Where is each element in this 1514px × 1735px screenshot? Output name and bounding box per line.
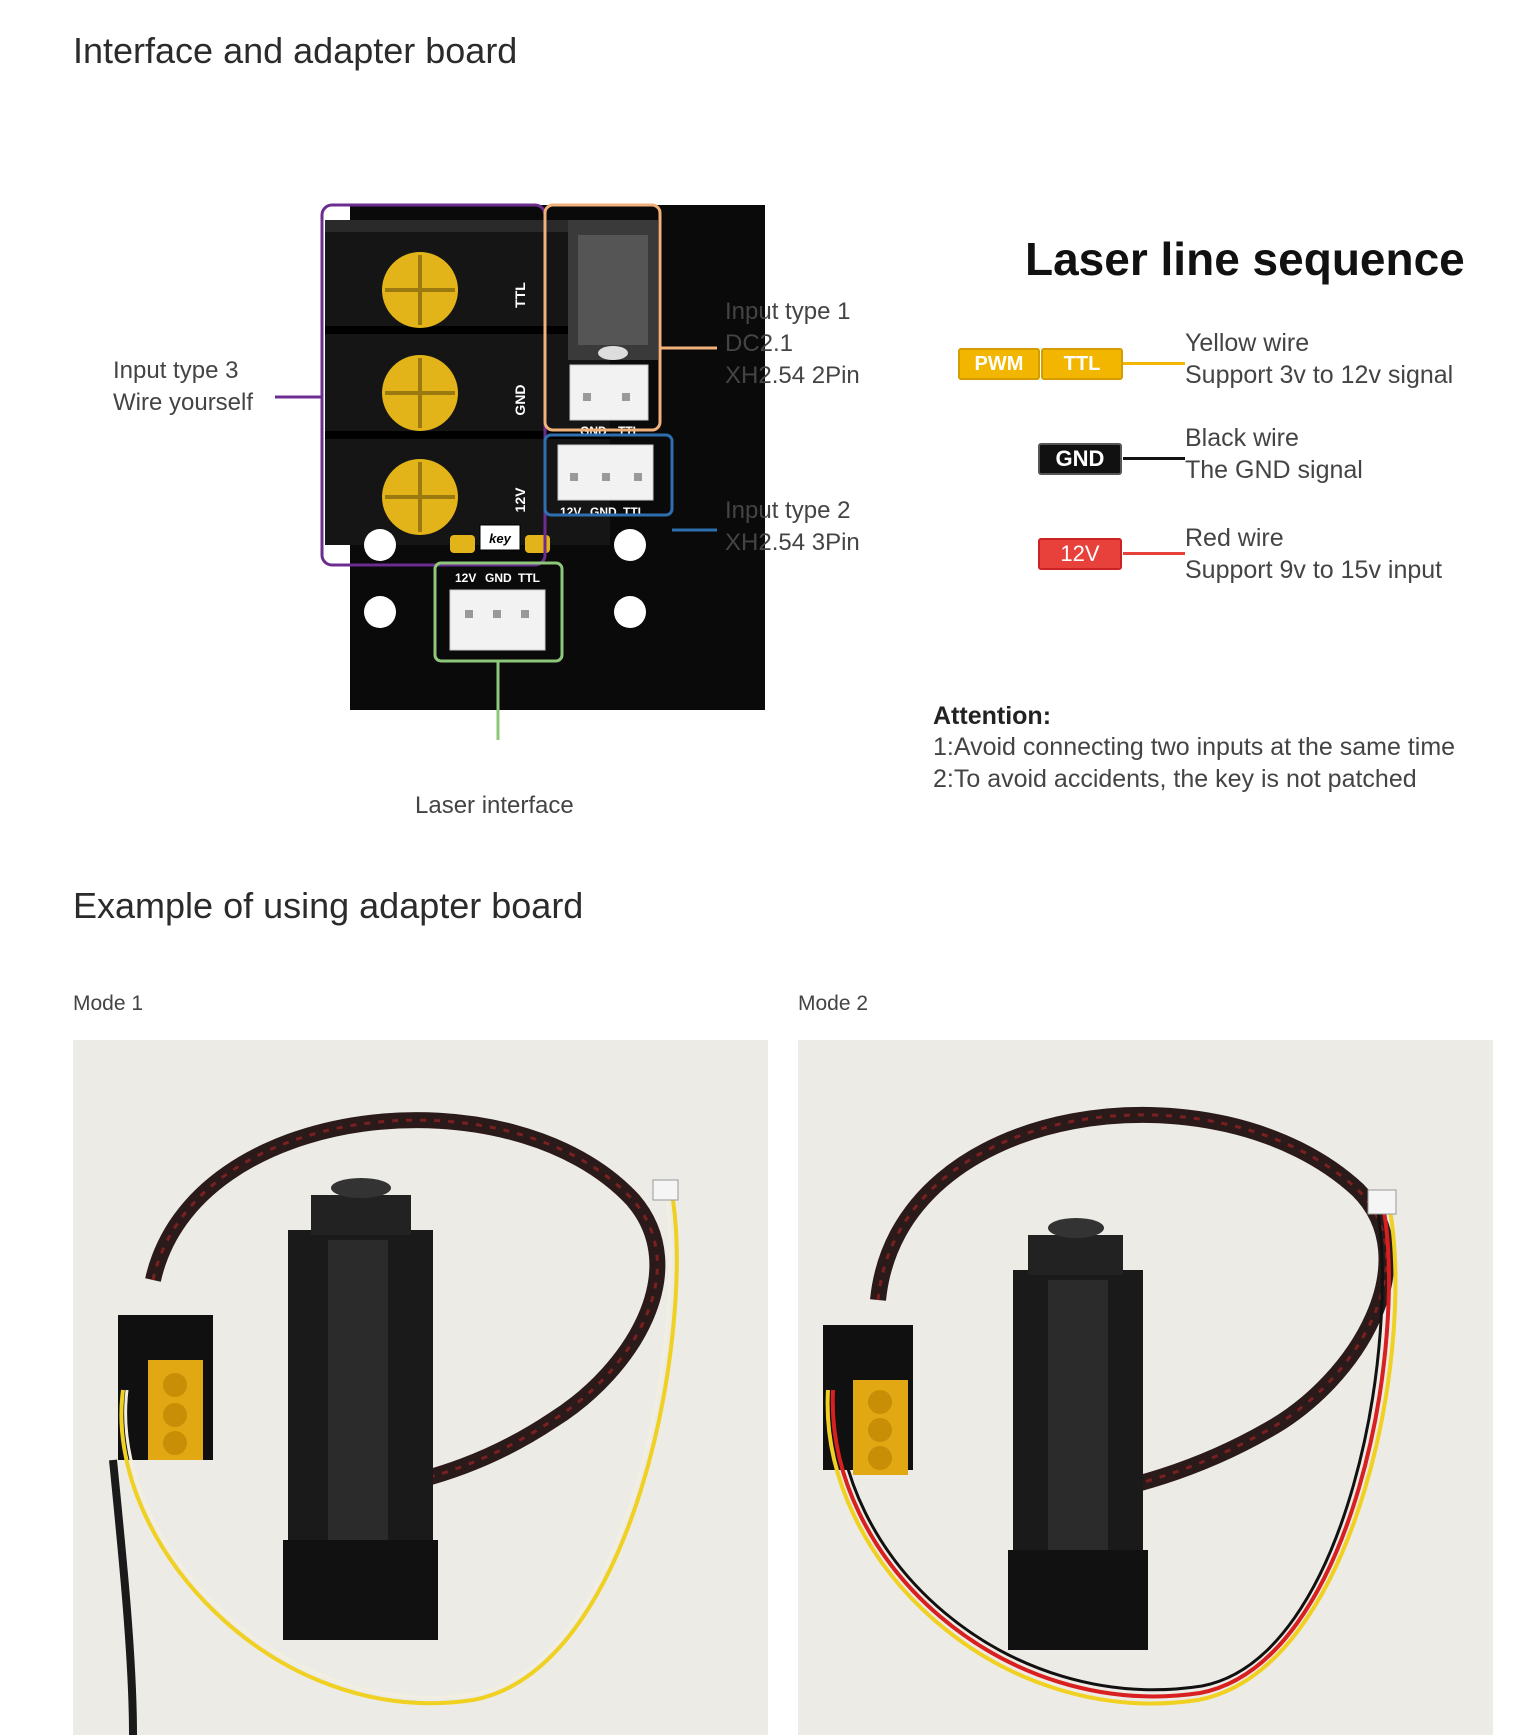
xh3pin-connector bbox=[557, 444, 654, 501]
wire-red-text: Red wire Support 9v to 15v input bbox=[1185, 524, 1443, 584]
mode-1-photo bbox=[73, 1040, 768, 1735]
mode-2-photo bbox=[798, 1040, 1493, 1735]
wire-yellow: PWM TTL bbox=[955, 345, 1185, 385]
mode-1-label: Mode 1 bbox=[73, 992, 144, 1015]
pcb-label-12v: 12V bbox=[512, 487, 528, 513]
pcb-label-p3-ttl: TTL bbox=[623, 505, 645, 519]
tag-12v: 12V bbox=[1038, 538, 1122, 570]
mode-2-label: Mode 2 bbox=[798, 992, 869, 1015]
section-title-interface: Interface and adapter board bbox=[73, 30, 518, 71]
pcb-label-laser-gnd: GND bbox=[485, 571, 512, 585]
attention-title: Attention: bbox=[933, 702, 1052, 730]
wire-black-text: Black wire The GND signal bbox=[1185, 424, 1363, 484]
pcb-label-p3-gnd: GND bbox=[590, 505, 617, 519]
highlight-input1 bbox=[543, 203, 662, 432]
label-input1: Input type 1 DC2.1 XH2.54 2Pin bbox=[725, 298, 860, 389]
adapter-board-diagram: TTL GND 12V GND TTL 12V GND TTL key 12V … bbox=[275, 203, 765, 740]
label-laser-interface: Laser interface bbox=[415, 792, 574, 819]
section-title-example: Example of using adapter board bbox=[73, 885, 584, 926]
pcb-label-key: key bbox=[489, 531, 511, 546]
screw-gnd bbox=[382, 355, 458, 431]
pcb-label-laser-ttl: TTL bbox=[518, 571, 540, 585]
tag-gnd: GND bbox=[1038, 443, 1122, 475]
screw-12v bbox=[382, 459, 458, 535]
attention-box: Attention: 1:Avoid connecting two inputs… bbox=[933, 702, 1455, 795]
attention-line-1: 1:Avoid connecting two inputs at the sam… bbox=[933, 733, 1456, 761]
pcb-label-ttl: TTL bbox=[512, 282, 528, 308]
wire-black: GND bbox=[1035, 440, 1185, 480]
highlight-input2 bbox=[543, 433, 674, 517]
wire-yellow-text: Yellow wire Support 3v to 12v signal bbox=[1185, 329, 1454, 389]
attention-line-2: 2:To avoid accidents, the key is not pat… bbox=[933, 765, 1417, 793]
pcb-label-laser-12v: 12V bbox=[455, 571, 476, 585]
wire-red: 12V bbox=[1035, 535, 1185, 575]
key-jumper bbox=[479, 524, 521, 551]
pcb-label-p3-12v: 12V bbox=[560, 505, 581, 519]
screw-ttl bbox=[382, 252, 458, 328]
xh2pin-connector bbox=[569, 364, 649, 421]
label-input2: Input type 2 XH2.54 3Pin bbox=[725, 497, 860, 556]
label-input3: Input type 3 Wire yourself bbox=[113, 357, 254, 416]
pcb-label-gnd: GND bbox=[512, 384, 528, 415]
sequence-title: Laser line sequence bbox=[1025, 233, 1465, 285]
tag-ttl: TTL bbox=[1041, 348, 1123, 380]
tag-pwm: PWM bbox=[958, 348, 1040, 380]
laser-connector bbox=[449, 589, 546, 651]
